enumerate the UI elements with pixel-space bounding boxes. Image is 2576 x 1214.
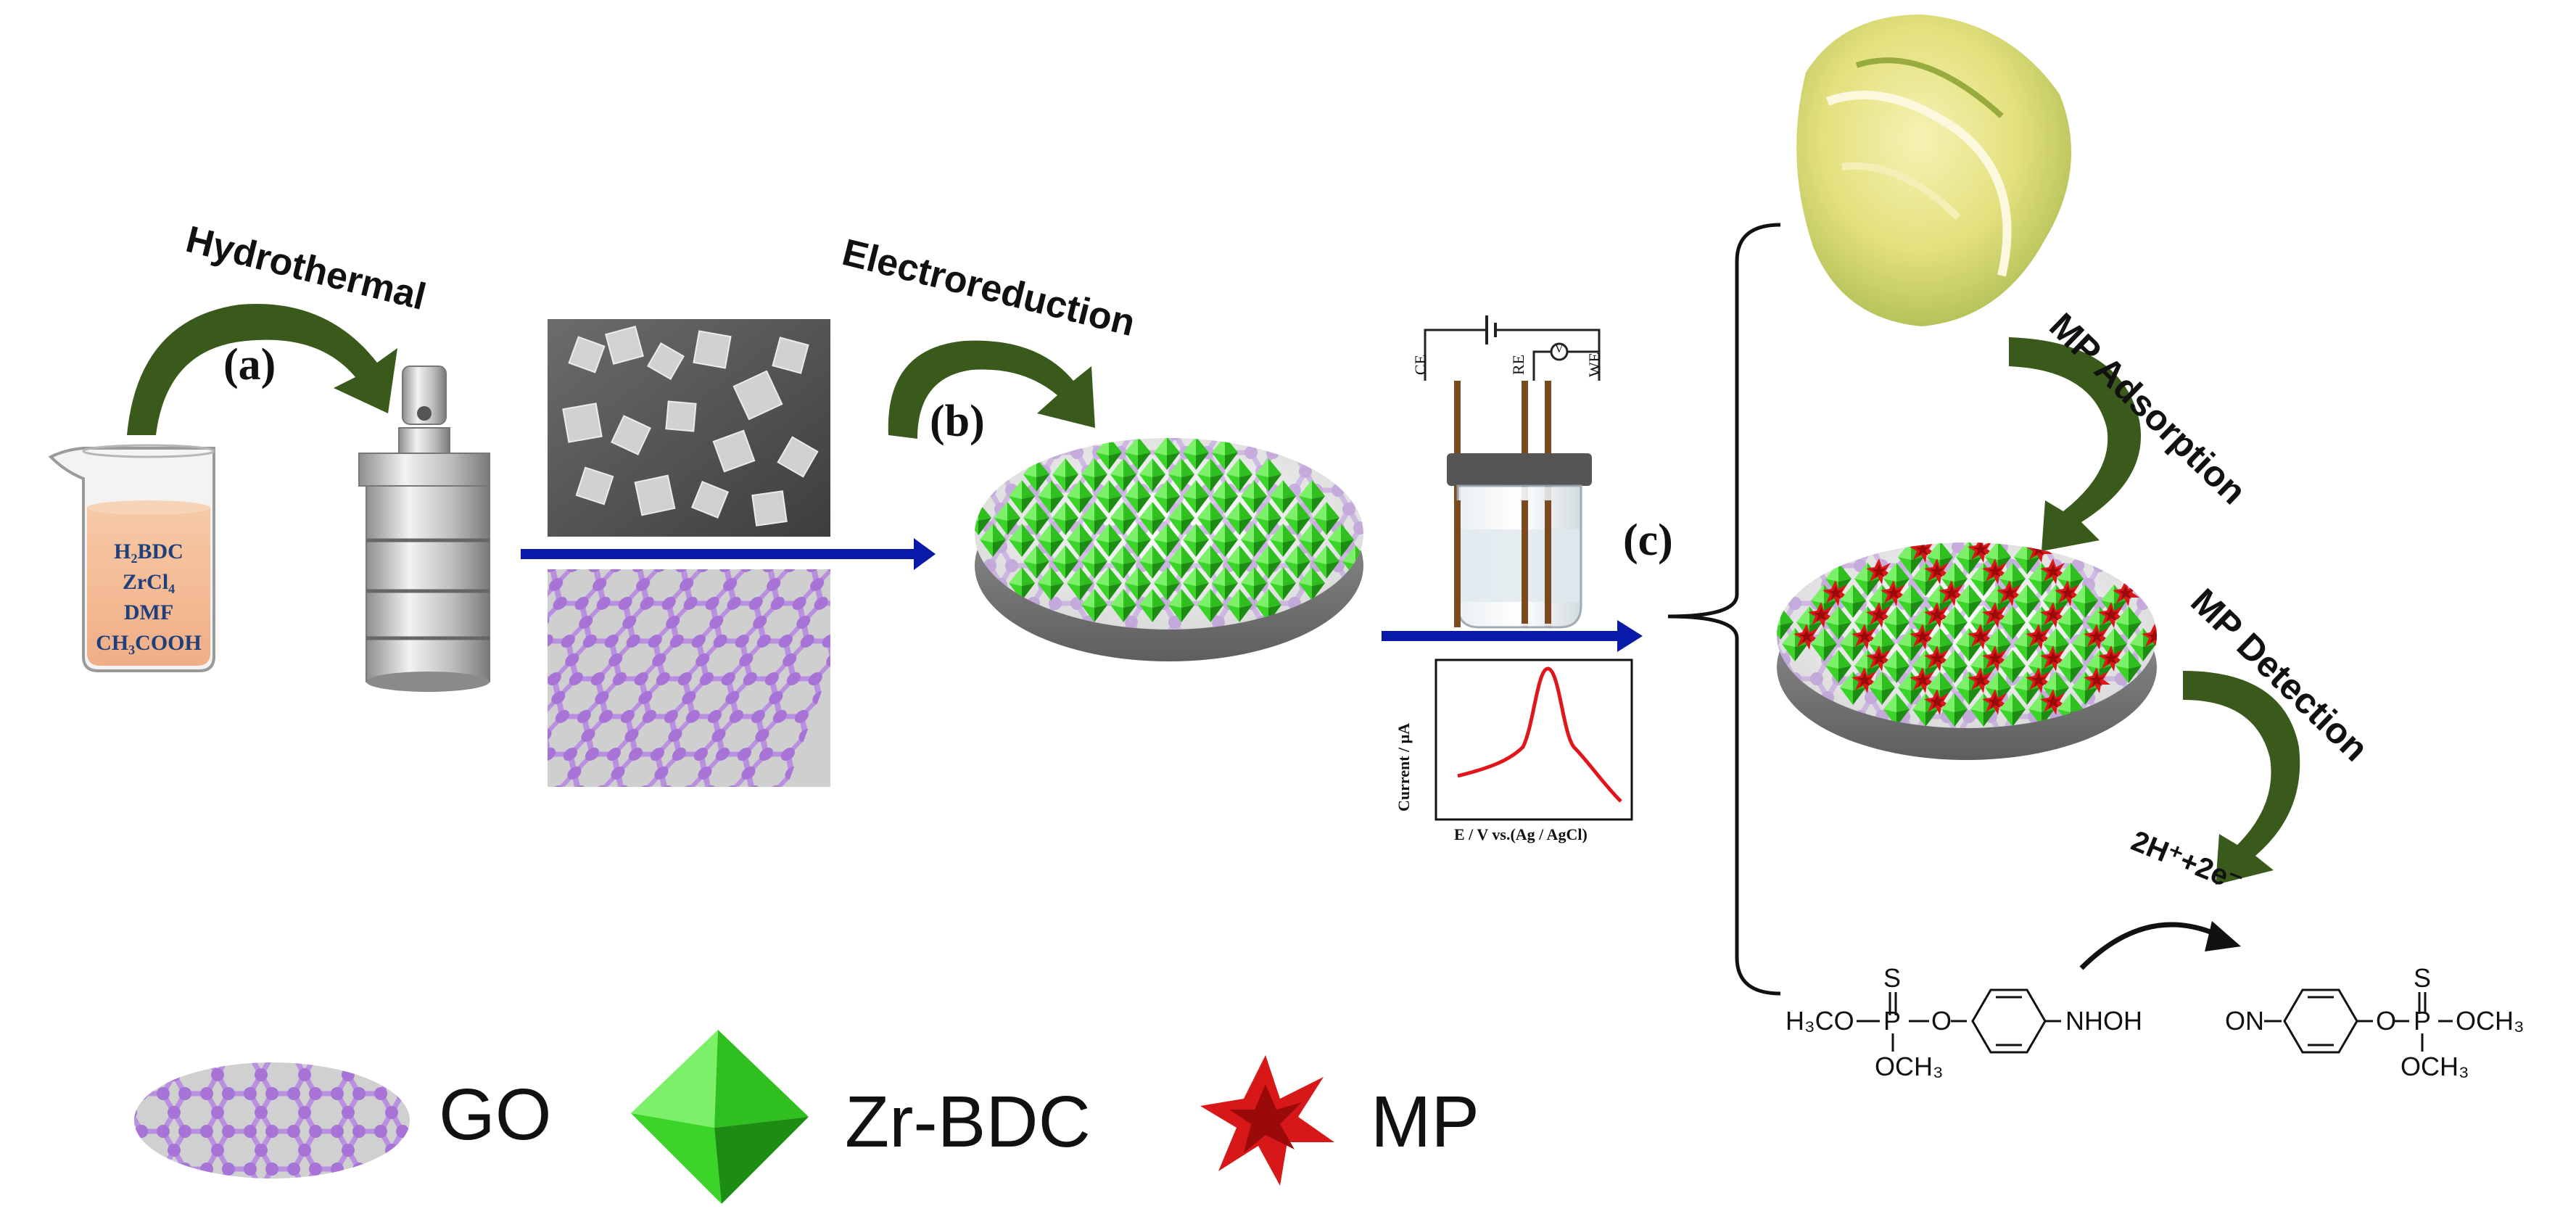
legend-go-label: GO [439, 1074, 552, 1155]
electrochemical-cell [1424, 315, 1601, 629]
product-och3-bottom: OCH₃ [2400, 1052, 2469, 1081]
reagent-h2bdc: H₂BDC [114, 540, 183, 563]
electroreduction-arrow [888, 340, 1095, 439]
electrode-disk-1 [975, 438, 1363, 661]
voltammogram [1434, 658, 1633, 821]
product-och3-right: OCH₃ [2456, 1006, 2525, 1036]
voltammogram-y-label: Current / μA [1395, 722, 1413, 812]
step-a-label: (a) [223, 340, 276, 389]
legend-zr-bdc-icon [631, 1030, 809, 1204]
product-s: S [2414, 963, 2432, 993]
legend-mp-label: MP [1371, 1081, 1479, 1163]
hydrothermal-arrow [127, 304, 397, 435]
reagent-list: H₂BDC ZrCl₄ DMF CH₃COOH [91, 537, 207, 658]
adsorption-arrow [2009, 337, 2142, 551]
autoclave [358, 366, 490, 692]
reagent-dmf: DMF [123, 600, 174, 624]
bracket [1667, 223, 1781, 996]
voltammogram-peak-curve [1457, 666, 1622, 803]
electrode-disk-2 [1777, 542, 2157, 760]
product-structure [2264, 988, 2453, 1054]
step-b-label: (b) [930, 397, 985, 446]
graphene-image [548, 569, 830, 787]
reagent-zrcl4: ZrCl₄ [122, 570, 176, 594]
product-o: O [2376, 1006, 2397, 1036]
reactant-s: S [1883, 963, 1902, 993]
ce-label: CE [1411, 354, 1430, 376]
blue-arrow-1 [521, 538, 936, 570]
legend-go-icon [134, 1062, 410, 1178]
product-on: ON [2225, 1006, 2264, 1036]
voltmeter-label: V [1555, 343, 1564, 355]
legend-zr-bdc-label: Zr-BDC [845, 1081, 1091, 1163]
reactant-structure [1857, 988, 2061, 1054]
reactant-h3co: H₃CO [1786, 1006, 1854, 1036]
reactant-p: P [1883, 1006, 1902, 1036]
blue-arrow-2 [1382, 620, 1643, 652]
step-c-label: (c) [1623, 516, 1673, 565]
detection-arrow [2183, 671, 2300, 885]
beaker [48, 444, 215, 672]
we-label: WE [1585, 352, 1604, 378]
legend-mp-icon [1200, 1055, 1334, 1186]
reactant-nhoh: NHOH [2065, 1006, 2142, 1036]
cabbage-image [1796, 15, 2071, 326]
reactant-o: O [1931, 1006, 1952, 1036]
reagent-ch3cooh: CH₃COOH [96, 631, 202, 655]
reaction-arrow [2079, 921, 2241, 970]
sem-image [548, 319, 830, 537]
voltammogram-x-label: E / V vs.(Ag / AgCl) [1454, 825, 1588, 843]
re-label: RE [1509, 354, 1528, 376]
reactant-och3: OCH₃ [1875, 1052, 1944, 1081]
product-p: P [2414, 1006, 2432, 1036]
